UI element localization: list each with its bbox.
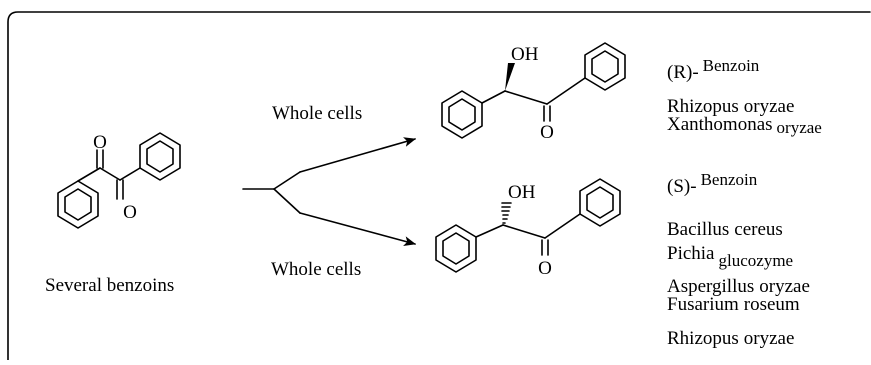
s-benzoin-hydroxyl: OH (508, 182, 536, 203)
r-benzoin-bond-carbonyl-to-ring (546, 77, 586, 105)
branch-connector (242, 171, 301, 214)
s-benzoin-bond-carbonyl-to-ring (544, 213, 581, 239)
r-benzoin-carbonyl-oxygen: O (540, 122, 554, 143)
r-benzoin-title-prefix: (R)- (667, 62, 699, 83)
r-benzoin-bond-stereocenter-to-carbonyl (504, 90, 548, 105)
s-benzoin-bond-ring-to-stereocenter (475, 224, 504, 238)
lower-reaction-arrow (299, 212, 416, 246)
lower-reagent-label: Whole cells (271, 259, 361, 280)
r-benzoin-right-phenyl-ring (584, 42, 626, 91)
reactant-oxygen-top: O (93, 132, 107, 153)
s-benzoin-bond-stereocenter-to-carbonyl (502, 224, 546, 239)
s-benzoin-molecule: OH O (435, 178, 621, 279)
r-benzoin-wedge-bond (505, 63, 515, 91)
s-benzoin-title: (S)-Benzoin (667, 170, 758, 197)
scheme-frame (7, 11, 871, 361)
reactant-carbon-chain (77, 167, 141, 182)
s-benzoin-carbonyl-oxygen: O (538, 258, 552, 279)
reactant-carbonyl-bonds (96, 149, 124, 200)
s-benzoin-hashed-bond (501, 202, 512, 224)
reactant-molecule: O O (57, 132, 181, 229)
reactant-left-phenyl-ring (57, 180, 99, 229)
reactant-right-phenyl-ring (139, 132, 181, 181)
r-benzoin-hydroxyl: OH (511, 44, 539, 65)
r-benzoin-title-name: Benzoin (703, 56, 760, 75)
r-benzoin-title: (R)-Benzoin (667, 56, 760, 83)
reactant-label: Several benzoins (45, 275, 174, 296)
s-benzoin-title-name: Benzoin (701, 170, 758, 189)
s-benzoin-right-phenyl-ring (579, 178, 621, 227)
r-benzoin-bond-ring-to-stereocenter (481, 90, 506, 104)
upper-reaction-arrow (299, 137, 416, 173)
s-benzoin-title-prefix: (S)- (667, 176, 697, 197)
s-benzoin-left-phenyl-ring (435, 224, 477, 273)
r-benzoin-left-phenyl-ring (441, 90, 483, 139)
upper-reagent-label: Whole cells (272, 103, 362, 124)
r-benzoin-molecule: OH O (441, 42, 626, 143)
reactant-oxygen-bottom: O (123, 202, 137, 223)
